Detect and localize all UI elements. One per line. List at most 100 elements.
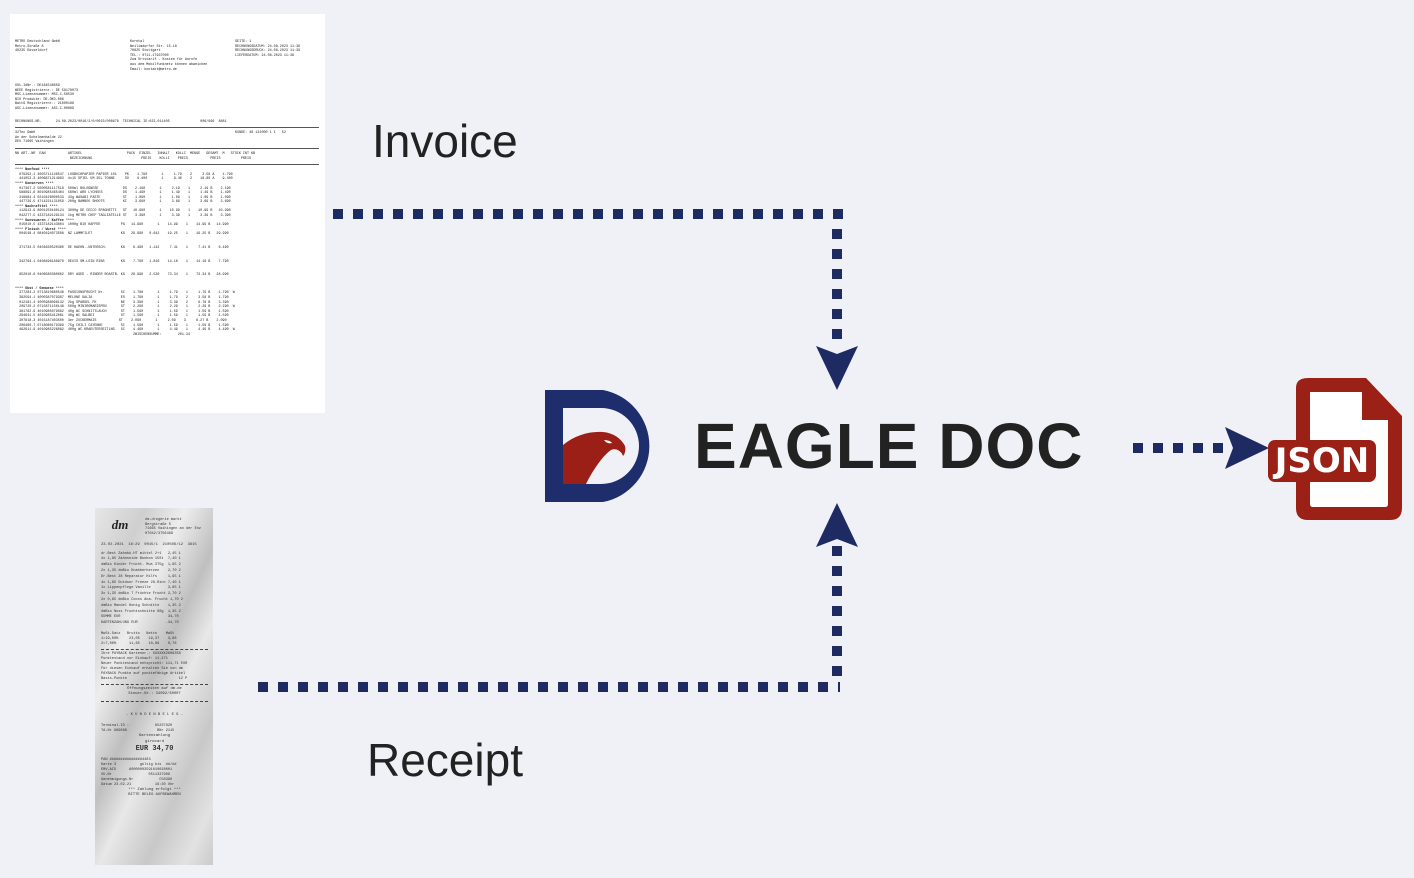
store-line: Email: kontakt@metro.de [130,67,177,72]
invoice-store: Korntal Weilimdorfer Str. 15-18 70825 St… [130,40,207,72]
seller-line: 40235 Düsseldorf [15,49,48,54]
id-line: MSC-Lizenznummer: MSC-C-50530 [15,93,75,98]
id-line: USt-IdNr.: DE184548659 [15,84,60,88]
store-line: 07042/3756469 [145,531,174,536]
customer-line: DEU 71665 Vaihingen [15,140,54,145]
section-label: **** Obst / Gemuese **** [15,286,64,291]
table-row: 319884.4 0210426000533 43g WASABI PASTE … [15,195,231,200]
meta-row: RECHNUNGSDATUM: 24.08.2023 11:36 [235,45,300,50]
receipt-date-line: 23.02.2021 16:29 0015/1 210506/12 3615 [101,543,197,548]
payback-line: Basis-Punkte 12 P [101,676,188,681]
table-row: 017367.2 5000581117518 500ml BOLOGNESE D… [15,186,231,191]
section-label: **** Fleisch / Wurst **** [15,227,66,232]
table-row: 206460.7 0718080179399 75g CHILI CAYENNE… [15,323,229,328]
table-row: 371734.5 0404630520360 DE HAEHN.-UNTERSC… [15,246,229,251]
table-row: 588891.6 8010985465404 560ml ARO LYCHEES… [15,191,231,196]
receipt-item: 2x 1,35 dmBio Knabberherzen 2,70 2 [101,568,181,573]
terminal-line: TA-Nr 989868 BNr 2115 [101,729,175,734]
payback-line: Ihre PAYBACK Kartennr.: XXXXXX2606358 [101,651,181,656]
arrow-down-icon [816,346,858,390]
section-label: **** Nonfood **** [15,168,50,173]
invoice-document: METRO Deutschland GmbH Metro-Straße 8 40… [10,14,325,413]
store-line: Zum Ortstarif - Kosten für Anrufe [130,58,198,63]
divider [15,147,319,149]
receipt-footer: Öffnungszeiten auf dm.de Steuer-Nr.: 340… [101,687,208,697]
tax-row: 1=19,00% 23,05 19,37 3,68 [101,636,177,641]
payback-line: Für diesen Einkauf erhalten Sie von dm [101,666,183,671]
invoice-connector-vertical [832,229,842,349]
card-info-line: Genehmigungs-Nr C58390 [101,778,173,783]
payment-line: Kartenzahlung [138,734,171,739]
meta-key: SEITE: [235,40,248,44]
table-header: BEZEICHNUNG PREIS KOLLI PREIS PREIS PREI… [15,156,252,161]
id-line: BattG Registriernr.: 21000186 [15,102,75,107]
receipt-sum: SUMME EUR 34,70 [101,615,179,620]
customer-line: An der Schelmenhalde 22 [15,135,62,140]
table-row: 381762.9 4010985079082 40g WC SCHNITTLAU… [15,309,229,314]
payback-line: Neuer Punktestand entspricht: 111,71 EUR [101,661,188,666]
closing-line: *** Zahlung erfolgt *** [128,788,181,793]
meta-row: SEITE: 1 [235,40,300,45]
table-row: 112913.9 8001250180124 3000g DE CECCO SP… [15,209,231,214]
json-label: JSON [1274,441,1370,481]
store-line: 71665 Vaihingen an der Enz [145,527,202,532]
store-line: dm-drogerie markt [145,518,182,522]
id-line: WEEE Registriernr.: DE 59178073 [15,88,79,93]
card-info-line: PAN ###############4483 [101,758,151,763]
receipt-connector-vertical [832,546,842,682]
table-row: 462911.9 4010985226082 400g WC KRAEUTERS… [15,328,235,333]
id-line: BIO Produkte: DE-ÖKO-006 [15,97,64,102]
customer-number: KUNDE: 48 121000 1 1 52 [235,131,286,136]
meta-key: RECHNUNGSDRUCK: [235,49,266,54]
receipt-item: 4x 1,85 Outdoor Freeze 28.Rinc 7,40 1 [101,580,181,585]
output-connector [1133,443,1243,453]
store-line: aus dem Mobilfunknetz können abweichen [130,62,208,67]
receipt-items: dr.Best Zahnbü.HT mittel 2+1 2,45 1 4x 1… [101,552,208,627]
invoice-rows: **** Nonfood **** 079392.1 4003711146547… [15,168,319,333]
tax-row: 2=7,00% 11,65 10,89 0,76 [101,641,177,646]
divider [15,164,319,166]
arrow-up-icon [816,503,858,547]
table-row: 004548.4 0840194073508 NZ LAMMFILET KG 2… [15,232,229,237]
receipt-item: Dr.Best 28 Reparatur Hilfs 1,95 1 [101,574,181,579]
invoice-connector-horizontal [333,209,845,219]
meta-value: 24.08.2023 11:36 [261,53,295,58]
table-row: 079392.1 4003711146547 LOGBUCHPAPIER PAP… [15,172,233,177]
invoice-ids: USt-IdNr.: DE184548659 WEEE Registriernr… [15,84,319,112]
meta-value: 24.08.2023 11:39 [267,49,301,54]
brand-name: EAGLE DOC [694,410,1084,482]
receipt-item: 4x 1,85 Zahnseide Bonbon 15St 7,40 1 [101,557,181,562]
receipt-total: EUR 34,70 [135,745,174,754]
subtotal-line: ZWISCHENSUMME: 201.34 [15,332,190,337]
tax-header: MwSt-Satz Brutto Netto MwSt [101,631,175,636]
receipt-item: 1x Lippenpflege Vanille 3,85 1 [101,586,181,591]
table-row: 294641.5 4010985412061 40g WC SALBEI ST … [15,314,229,319]
table-row: 382594.1 4000387079367 MELONE GALIA ES 1… [15,296,229,300]
payment-line: girocard [144,739,165,744]
store-line: Korntal [130,40,145,44]
store-line: TEL.: 0711-17937000 [130,53,169,58]
meta-value: 24.08.2023 11:36 [267,44,301,49]
store-line: Bergstraße 5 [145,522,171,527]
table-row: 307818.3 4015187403500 3er ZUCKERMAIS ST… [15,318,227,323]
card-info-line: Karte 3 gültig bis ##/## [101,763,177,768]
arrow-right-icon [1225,427,1269,469]
id-line: ASC-Lizenznummer: ASC-C-00069 [15,106,75,111]
table-row: 015010.5 4337182143604 1000g BIO KAFFEE … [15,223,229,228]
receipt-item: dmBio Mandel Honig Schnitte 1,35 2 [101,603,181,608]
invoice-number-line: RECHNUNGS-NR. 24.08.2023/0016/2/0/0023/0… [15,119,227,124]
receipt-payback: Ihre PAYBACK Kartennr.: XXXXXX2606358 Pu… [101,652,208,682]
meta-key: RECHNUNGSDATUM: [235,44,266,49]
payback-line: Punktestand vor Einkauf: 11.171 [101,656,168,661]
receipt-tax: MwSt-Satz Brutto Netto MwSt 1=19,00% 23,… [101,632,208,647]
customer-line: 32Tec GmbH [15,131,36,136]
invoice-meta: SEITE: 1 RECHNUNGSDATUM: 24.08.2023 11:3… [235,40,300,58]
card-info-line: VU-Nr 0511337909 [101,773,171,778]
receipt-connector-horizontal [258,682,840,692]
section-label: **** Konserven **** [15,181,54,186]
eagle-doc-logo-icon [545,390,650,502]
divider [15,127,319,129]
receipt-item: 3x 1,35 dmBio 7 Früchte Frucht 2,70 2 [101,592,181,597]
section-label: **** Nachrafttel **** [15,204,58,209]
json-file-icon [1268,378,1402,520]
